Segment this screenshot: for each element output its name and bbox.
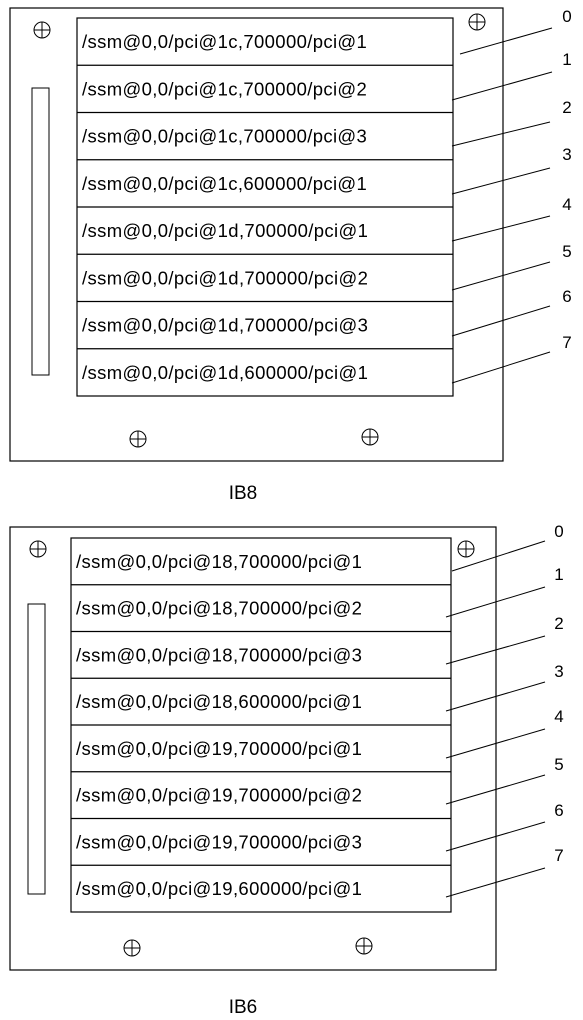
mounting-hole-icon: [33, 21, 51, 39]
mounting-hole-icon: [361, 428, 379, 446]
slot-path-label: /ssm@0,0/pci@18,600000/pci@1: [76, 691, 362, 712]
slot-leader-line: [451, 540, 546, 572]
slot-path-label: /ssm@0,0/pci@1d,700000/pci@2: [82, 267, 368, 288]
slot-number: 0: [562, 7, 571, 26]
slot-number: 0: [554, 522, 563, 541]
slot-leader-line: [445, 586, 546, 618]
slot-path-label: /ssm@0,0/pci@19,700000/pci@1: [76, 738, 362, 759]
slot-number: 2: [554, 614, 563, 633]
mounting-hole-icon: [129, 430, 147, 448]
slot-leader-line: [451, 305, 551, 337]
slot-number: 1: [562, 50, 571, 69]
slot-path-label: /ssm@0,0/pci@19,700000/pci@3: [76, 831, 362, 852]
slot-number: 6: [562, 287, 571, 306]
slot-leader-line: [451, 215, 551, 242]
slot-leader-line: [445, 774, 546, 805]
mounting-hole-icon: [29, 540, 47, 558]
edge-connector: [31, 87, 50, 376]
slot-number: 5: [562, 242, 571, 261]
slot-number: 5: [554, 755, 563, 774]
slot-number: 1: [554, 565, 563, 584]
board-ib8: /ssm@0,0/pci@1c,700000/pci@1 0/ssm@0,0/pc…: [9, 7, 572, 504]
slot-number: 6: [554, 801, 563, 820]
slot-path-label: /ssm@0,0/pci@1d,600000/pci@1: [82, 362, 368, 383]
slot-leader-line: [459, 27, 553, 55]
slot-number: 3: [562, 145, 571, 164]
slot-number: 4: [554, 707, 563, 726]
slot-path-label: /ssm@0,0/pci@18,700000/pci@1: [76, 551, 362, 572]
slot-leader-line: [451, 261, 551, 291]
slot-path-label: /ssm@0,0/pci@19,600000/pci@1: [76, 878, 362, 899]
slot-path-label: /ssm@0,0/pci@18,700000/pci@3: [76, 644, 362, 665]
slot-number: 7: [554, 846, 563, 865]
slot-leader-line: [445, 728, 546, 759]
slot-leader-line: [451, 167, 551, 195]
mounting-hole-icon: [457, 540, 475, 558]
board-outline: [9, 526, 497, 971]
slot-path-label: /ssm@0,0/pci@19,700000/pci@2: [76, 785, 362, 806]
slot-path-label: /ssm@0,0/pci@1c,600000/pci@1: [82, 173, 367, 194]
slot-leader-line: [445, 635, 546, 665]
slot-number: 4: [562, 195, 571, 214]
slot-path-label: /ssm@0,0/pci@1d,700000/pci@1: [82, 220, 368, 241]
slot-path-label: /ssm@0,0/pci@18,700000/pci@2: [76, 598, 362, 619]
board-outline: [9, 7, 504, 462]
slot-leader-line: [451, 71, 553, 101]
slot-leader-line: [445, 867, 546, 898]
slot-path-label: /ssm@0,0/pci@1c,700000/pci@2: [82, 78, 367, 99]
mounting-hole-icon: [123, 939, 141, 957]
slot-leader-line: [451, 351, 551, 384]
mounting-hole-icon: [468, 13, 486, 31]
slot-leader-line: [445, 681, 546, 712]
slot-number: 7: [562, 333, 571, 352]
edge-connector: [27, 603, 46, 895]
slot-number: 3: [554, 662, 563, 681]
mounting-hole-icon: [355, 937, 373, 955]
slot-path-label: /ssm@0,0/pci@1c,700000/pci@1: [82, 31, 367, 52]
slot-path-label: /ssm@0,0/pci@1c,700000/pci@3: [82, 126, 367, 147]
slot-leader-line: [445, 821, 546, 852]
slot-number: 2: [562, 98, 571, 117]
board-label: IB8: [229, 483, 258, 504]
slot-leader-line: [451, 121, 551, 147]
slot-path-label: /ssm@0,0/pci@1d,700000/pci@3: [82, 315, 368, 336]
board-ib6: /ssm@0,0/pci@18,700000/pci@1 0/ssm@0,0/pc…: [9, 522, 564, 1018]
board-label: IB6: [229, 997, 258, 1018]
